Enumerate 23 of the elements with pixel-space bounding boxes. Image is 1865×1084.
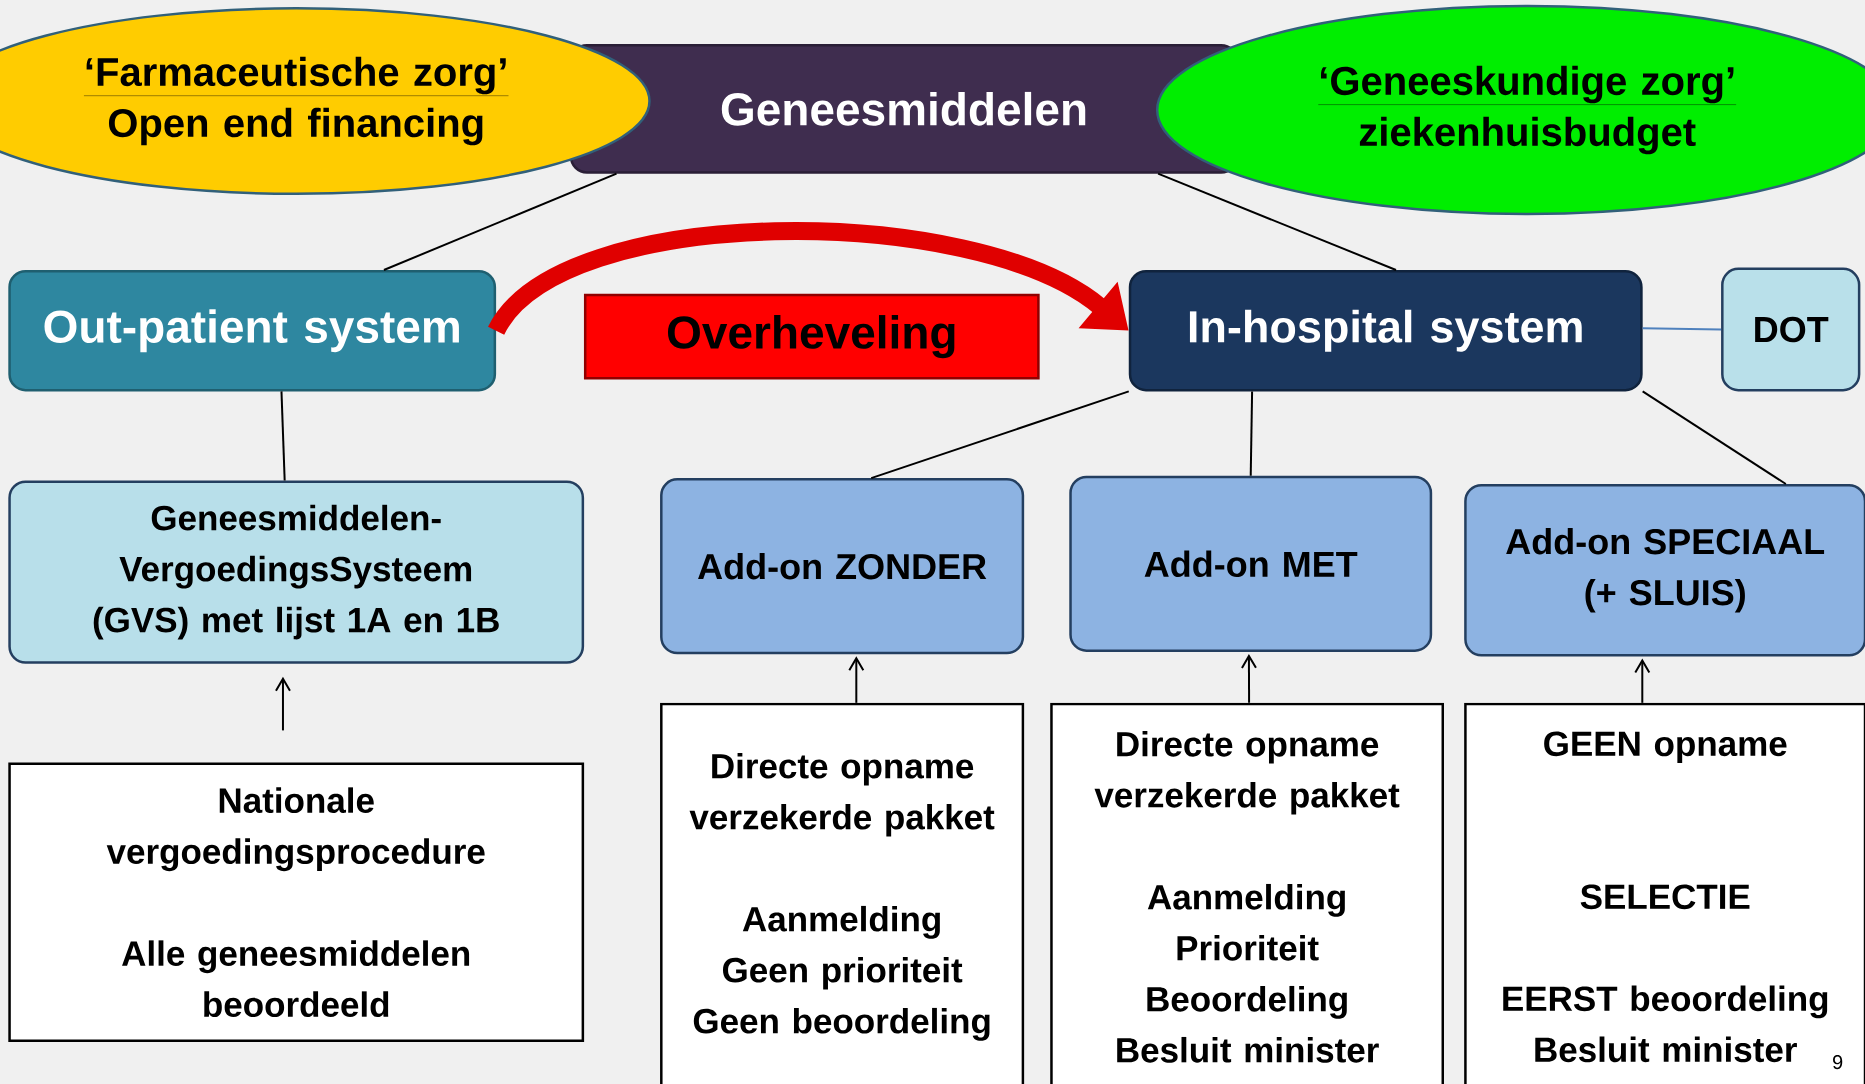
connector-line — [280, 390, 286, 482]
connector-line — [1157, 172, 1397, 271]
process-box: Add-on ZONDER — [660, 478, 1025, 655]
process-box: Add-on MET — [1069, 475, 1433, 652]
text-box: Directe opname verzekerde pakket Aanmelding Prioriteit Beoordeling Besluit minister — [1050, 702, 1444, 1084]
system-box: Out-patient system — [8, 270, 497, 392]
connector-line — [382, 172, 618, 271]
banner-box: Overheveling — [583, 293, 1040, 380]
text-box: Directe opname verzekerde pakket Aanmelding Geen prioriteit Geen beoordeling — [660, 702, 1025, 1084]
process-box: Geneesmiddelen- VergoedingsSysteem (GVS) met lijst 1A en 1B — [8, 480, 585, 664]
arrow — [1634, 658, 1651, 704]
page-number: 9 — [1833, 1055, 1843, 1070]
arrow — [848, 656, 865, 704]
process-box: Add-on SPECIAAL (+ SLUIS) — [1464, 484, 1865, 657]
arrow — [274, 676, 291, 732]
connector-line — [870, 390, 1130, 480]
connector-line — [1641, 327, 1723, 331]
connector-line — [1249, 390, 1254, 477]
label-box: DOT — [1721, 267, 1861, 392]
text-box: Nationale vergoedingsprocedure Alle geneesmiddelen beoordeeld — [8, 762, 585, 1042]
connector-line — [1641, 390, 1787, 485]
arrow — [1240, 653, 1257, 704]
system-box: In-hospital system — [1128, 270, 1643, 392]
